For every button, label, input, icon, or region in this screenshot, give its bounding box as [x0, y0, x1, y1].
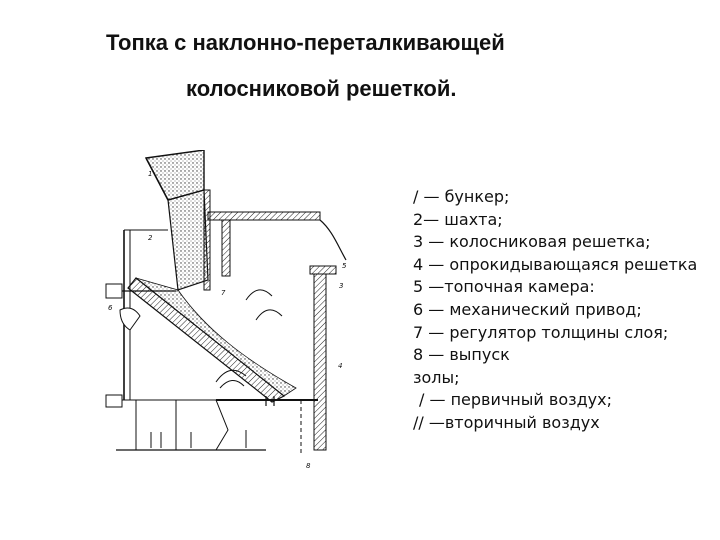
legend-item: / — первичный воздух; — [419, 390, 612, 410]
rear-wall — [309, 265, 337, 451]
legend-item: // —вторичный воздух — [413, 412, 600, 432]
mechanical-drive — [105, 283, 176, 331]
callouts: 1 2 3 4 5 6 7 8 — [108, 170, 347, 470]
legend-item: 4 — опрокидывающаяся решетка — [413, 254, 698, 274]
legend-item: 8 — выпуск — [413, 345, 510, 365]
shaft — [167, 189, 211, 291]
callout-2: 2 — [148, 234, 153, 242]
legend-item: 3 — колосниковая решетка; — [413, 232, 651, 252]
gas-flow-arcs — [215, 289, 283, 389]
furnace-roof — [207, 211, 347, 277]
legend-item: 5 —топочная камера: — [413, 277, 595, 297]
legend-item: / — бункер; — [413, 187, 510, 206]
callout-7: 7 — [221, 289, 226, 297]
inclined-grate — [127, 277, 286, 403]
fuel-bed — [135, 277, 297, 397]
page-title-line-2: колосниковой решеткой. — [186, 76, 457, 101]
callout-1: 1 — [148, 170, 152, 178]
callout-4: 4 — [338, 362, 342, 370]
page-title-line-1: Топка с наклонно-переталкивающей — [106, 30, 505, 55]
legend-item: золы; — [413, 367, 460, 387]
legend: / — бункер; 2— шахта; 3 — колосниковая р… — [413, 186, 720, 435]
air-boxes — [105, 394, 266, 451]
legend-item: 7 — регулятор толщины слоя; — [413, 322, 669, 342]
furnace-diagram: 1 2 3 4 5 6 7 8 — [105, 150, 347, 470]
legend-item: 6 — механический привод; — [413, 299, 642, 319]
callout-3: 3 — [339, 282, 343, 290]
callout-6: 6 — [108, 304, 113, 312]
callout-8: 8 — [306, 462, 311, 470]
dumping-grate — [216, 396, 318, 455]
callout-5: 5 — [342, 262, 347, 270]
legend-item: 2— шахта; — [413, 209, 503, 229]
